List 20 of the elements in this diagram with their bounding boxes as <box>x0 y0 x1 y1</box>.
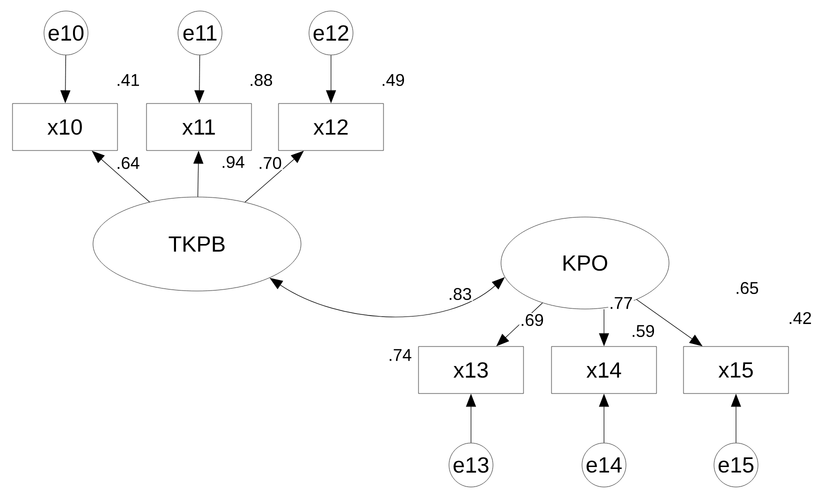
variable-box: x13 <box>418 346 524 394</box>
edge-label: .70 <box>257 156 283 170</box>
variable-box: x15 <box>683 346 789 394</box>
edge-label: .64 <box>115 156 141 170</box>
value-label: .41 <box>118 74 139 86</box>
arrow <box>244 150 304 202</box>
variable-box: x10 <box>12 103 118 151</box>
edge-label: .69 <box>519 312 545 328</box>
value-label: .74 <box>390 349 412 361</box>
value-label: .42 <box>790 312 811 324</box>
value-label: .49 <box>382 74 404 86</box>
edge-label: .65 <box>734 281 760 296</box>
variable-box: x12 <box>278 103 384 151</box>
edge-label: .77 <box>608 296 634 310</box>
value-label: .88 <box>250 74 272 86</box>
edge-label: .94 <box>220 155 246 170</box>
variable-box: x11 <box>146 103 252 151</box>
value-label: .59 <box>632 324 654 338</box>
edge-label: .83 <box>447 287 473 302</box>
variable-box: x14 <box>551 346 657 394</box>
